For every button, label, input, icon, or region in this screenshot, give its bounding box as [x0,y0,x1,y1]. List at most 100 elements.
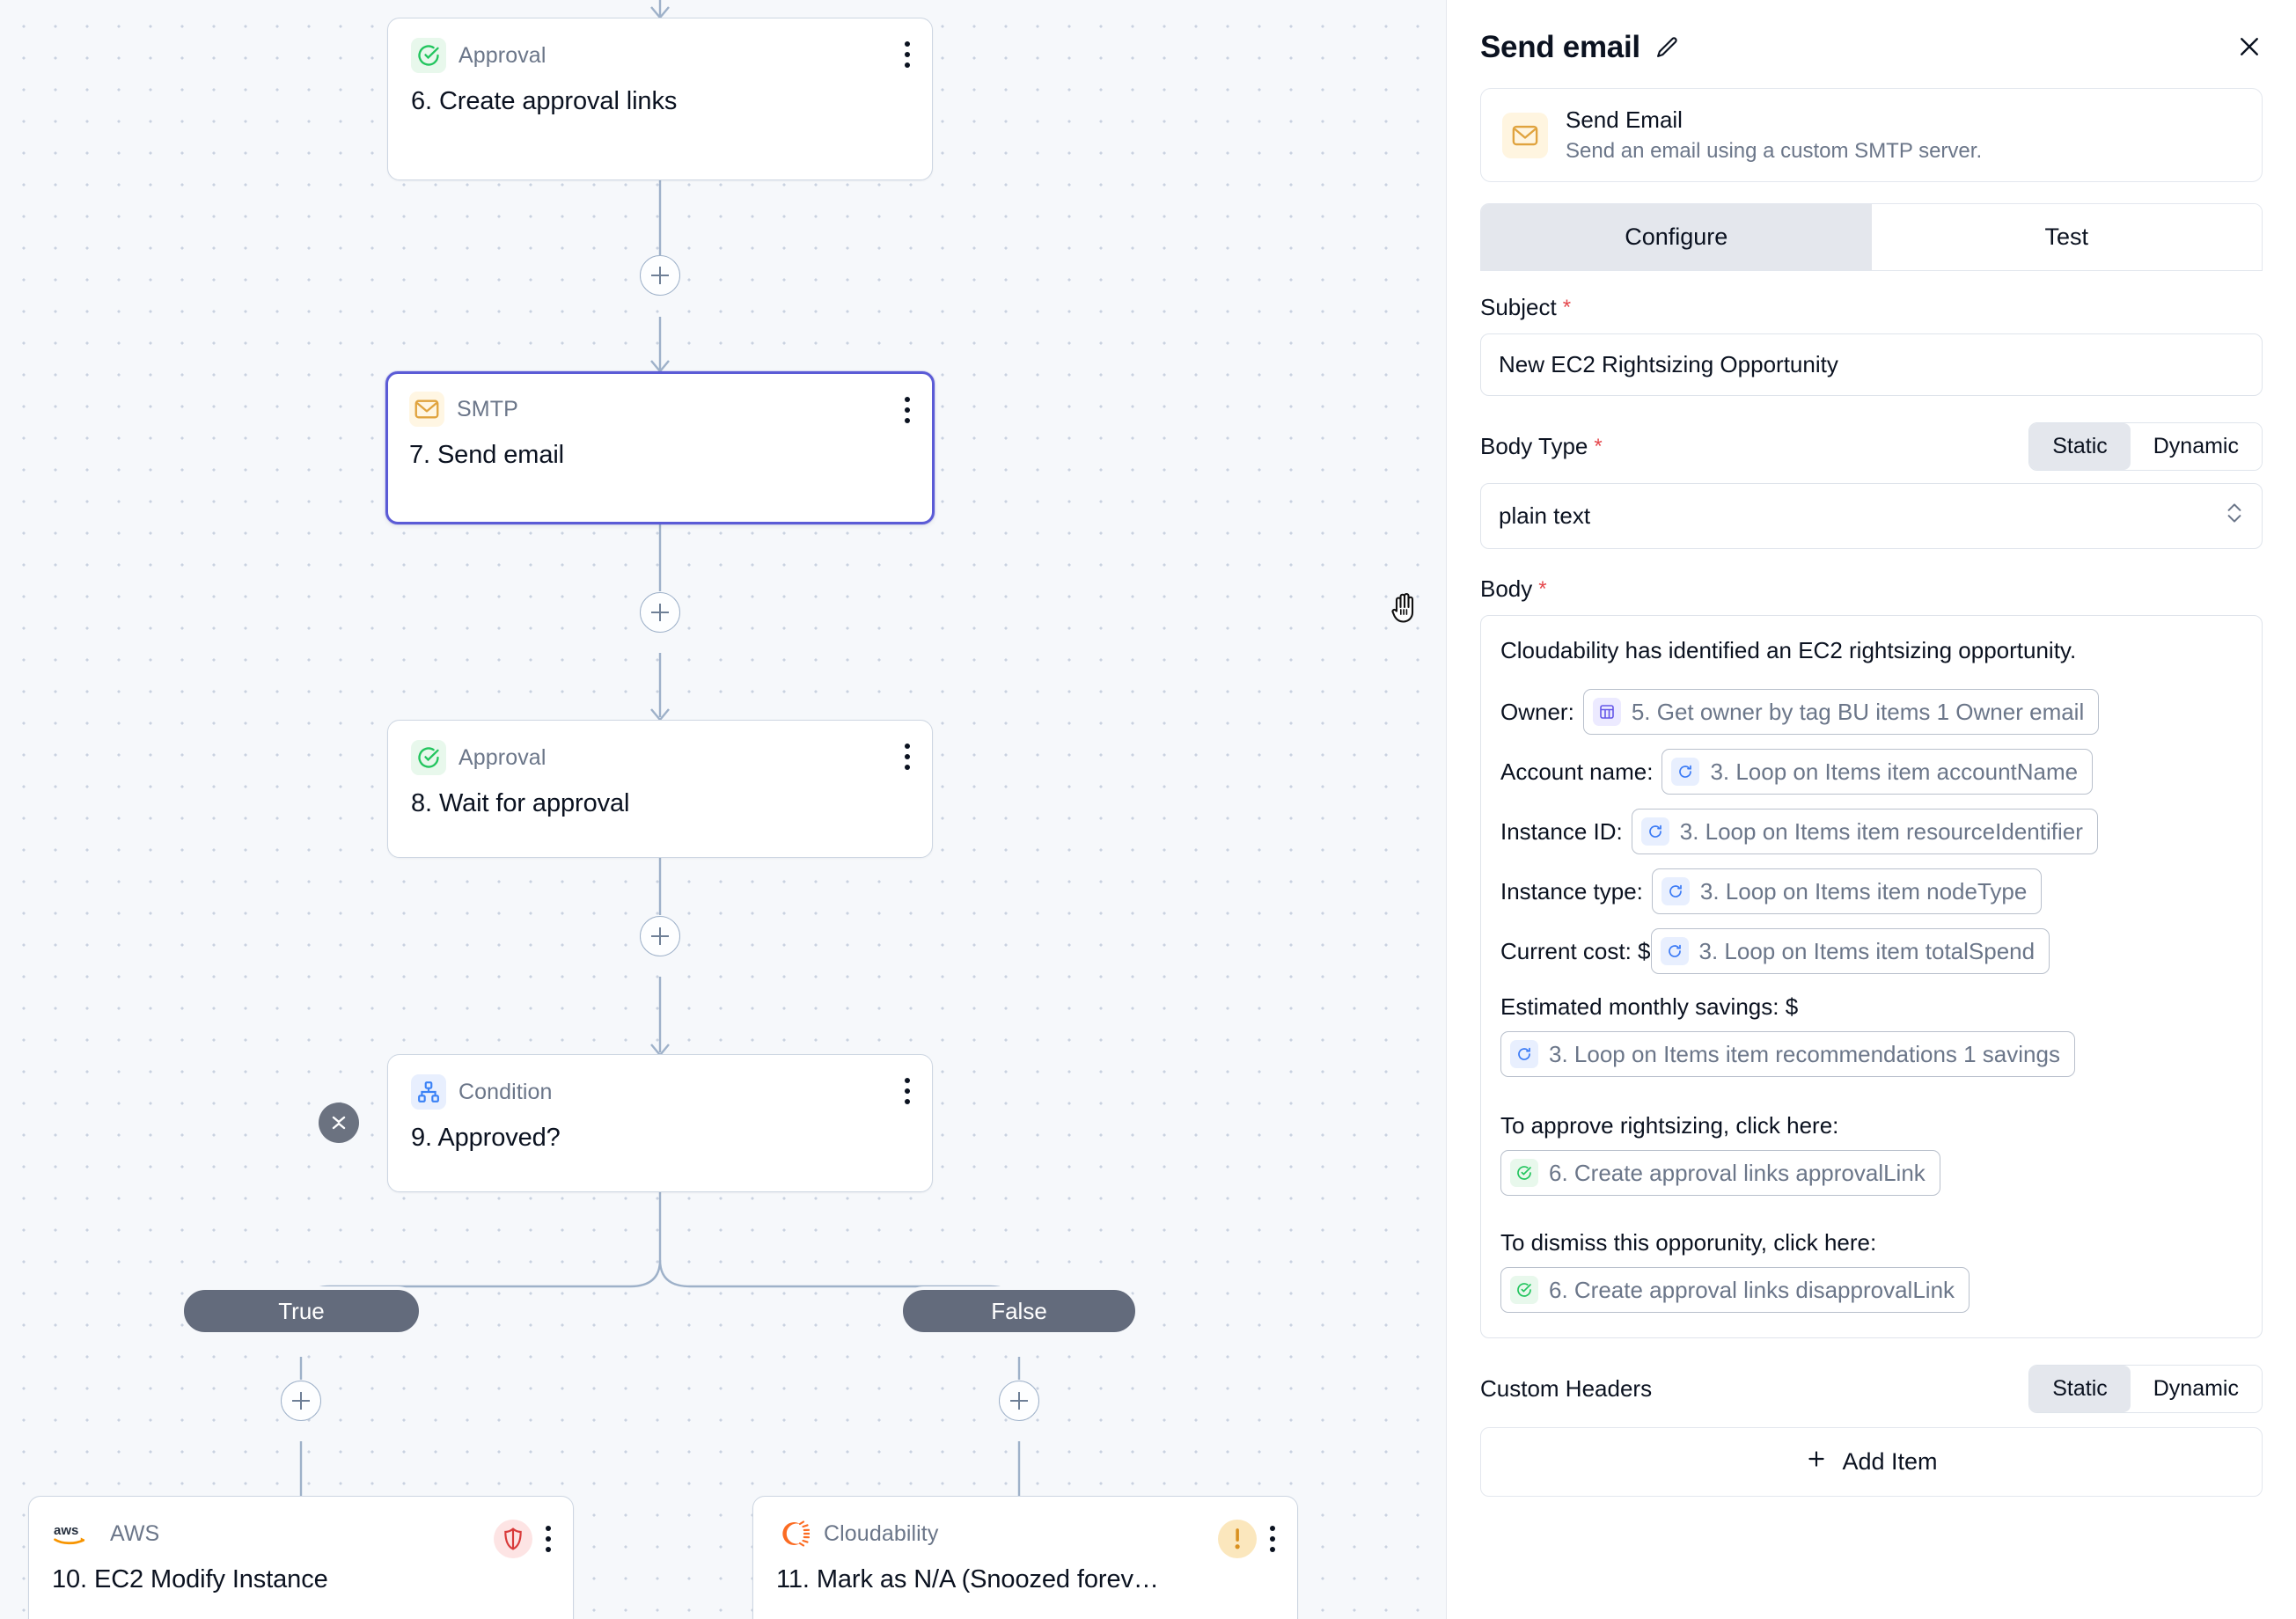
add-step-button-true[interactable] [281,1381,321,1421]
custom-headers-dynamic-option[interactable]: Dynamic [2130,1366,2262,1412]
node-title: 6. Create approval links [411,87,678,115]
tab-configure[interactable]: Configure [1481,204,1872,270]
condition-branch-icon [411,1074,446,1110]
node-header: Condition [411,1074,909,1110]
approval-check-icon [1510,1276,1538,1304]
kebab-menu-icon[interactable] [904,744,911,770]
dismiss-row: 6. Create approval links disapprovalLink [1500,1267,2242,1313]
body-row-instance-id: Instance ID: 3. Loop on Items item resou… [1500,809,2242,854]
variable-token[interactable]: 3. Loop on Items item nodeType [1651,868,2043,914]
node-type-label: Approval [458,42,546,68]
branch-label-false[interactable]: False [899,1286,1139,1336]
loop-icon [1510,1040,1538,1068]
variable-token[interactable]: 3. Loop on Items item resourceIdentifier [1631,809,2098,854]
kebab-menu-icon[interactable] [1269,1526,1276,1552]
action-description: Send an email using a custom SMTP server… [1566,139,1983,163]
alert-warning-icon[interactable] [1218,1520,1257,1558]
custom-headers-label: Custom Headers [1480,1375,1653,1402]
variable-token[interactable]: 3. Loop on Items item totalSpend [1650,928,2050,974]
tab-test[interactable]: Test [1871,204,2262,270]
loop-icon [1660,937,1689,965]
body-row-current-cost: Current cost: $ 3. Loop on Items item to… [1500,928,2242,974]
node-type-label: Condition [458,1079,553,1104]
body-row-label: Instance type: [1500,877,1643,905]
body-type-static-option[interactable]: Static [2029,423,2131,470]
body-editor[interactable]: Cloudability has identified an EC2 right… [1480,615,2263,1338]
token-text: 3. Loop on Items item recommendations 1 … [1549,1040,2060,1067]
node-type-label: Cloudability [824,1520,939,1546]
variable-token[interactable]: 6. Create approval links approvalLink [1500,1150,1940,1196]
kebab-menu-icon[interactable] [904,1078,911,1104]
node-actions [1218,1520,1276,1558]
body-intro-text: Cloudability has identified an EC2 right… [1500,637,2077,663]
cloudability-logo-icon [776,1516,811,1551]
approve-row: 6. Create approval links approvalLink [1500,1150,2242,1196]
add-step-button[interactable] [640,916,680,956]
workflow-node-7[interactable]: SMTP 7. Send email [385,371,935,524]
body-row-account-name: Account name: 3. Loop on Items item acco… [1500,749,2242,795]
custom-headers-static-option[interactable]: Static [2029,1366,2131,1412]
workflow-node-8[interactable]: Approval 8. Wait for approval [387,720,933,858]
node-title: 8. Wait for approval [411,789,630,817]
savings-label: Estimated monthly savings: $ [1500,993,1799,1020]
body-type-dynamic-option[interactable]: Dynamic [2130,423,2262,470]
required-marker: * [1538,576,1547,601]
kebab-menu-icon[interactable] [904,41,911,68]
node-actions [904,1078,911,1104]
add-item-button[interactable]: Add Item [1480,1427,2263,1497]
branch-true-text: True [278,1297,325,1324]
workflow-node-6[interactable]: Approval 6. Create approval links [387,18,933,180]
loop-icon [1671,758,1700,786]
required-marker: * [1594,434,1603,458]
variable-token[interactable]: 5. Get owner by tag BU items 1 Owner ema… [1582,689,2100,735]
node-type-label: AWS [110,1520,160,1546]
variable-token[interactable]: 6. Create approval links disapprovalLink [1500,1267,1970,1313]
subject-input[interactable] [1480,333,2263,396]
body-type-value: plain text [1499,502,1591,529]
node-header: Approval [411,740,909,775]
workflow-node-11[interactable]: Cloudability 11. Mark as N/A (Snoozed fo… [752,1496,1298,1619]
subject-label: Subject * [1480,294,2263,321]
dismiss-label: To dismiss this opporunity, click here: [1500,1229,1877,1256]
node-actions [904,397,911,423]
workflow-canvas[interactable]: Approval 6. Create approval links SMTP 7… [0,0,1446,1619]
custom-headers-row: Custom Headers Static Dynamic [1480,1365,2263,1413]
approval-check-icon [411,38,446,73]
add-step-button-false[interactable] [999,1381,1039,1421]
kebab-menu-icon[interactable] [904,397,911,423]
token-text: 6. Create approval links approvalLink [1549,1159,1926,1186]
variable-token[interactable]: 3. Loop on Items item accountName [1661,749,2094,795]
loop-icon [1640,817,1669,846]
kebab-menu-icon[interactable] [545,1526,552,1552]
add-item-label: Add Item [1842,1448,1938,1475]
body-label-text: Body [1480,575,1533,602]
custom-headers-mode-toggle: Static Dynamic [2028,1365,2263,1413]
security-warning-icon[interactable] [494,1520,532,1558]
collapse-branch-button[interactable] [319,1103,359,1143]
add-step-button[interactable] [640,255,680,296]
add-step-button[interactable] [640,592,680,633]
loop-icon [1661,877,1690,905]
token-text: 3. Loop on Items item accountName [1710,758,2079,785]
body-label: Body * [1480,575,2263,603]
branch-label-true[interactable]: True [180,1286,422,1336]
svg-text:aws: aws [54,1523,78,1538]
savings-row: 3. Loop on Items item recommendations 1 … [1500,1031,2242,1077]
body-type-select[interactable]: plain text [1480,483,2263,549]
token-text: 5. Get owner by tag BU items 1 Owner ema… [1631,698,2085,725]
chevron-updown-icon [2225,501,2244,531]
plus-icon [1805,1447,1828,1476]
node-actions [494,1520,552,1558]
workflow-node-9[interactable]: Condition 9. Approved? [387,1054,933,1192]
token-text: 3. Loop on Items item totalSpend [1698,937,2036,964]
panel-title: Send email [1480,30,1640,64]
edit-pencil-icon[interactable] [1654,35,1679,64]
token-text: 3. Loop on Items item resourceIdentifier [1679,817,2083,845]
variable-token[interactable]: 3. Loop on Items item recommendations 1 … [1500,1031,2075,1077]
close-icon[interactable] [2236,33,2263,64]
body-row-label: Instance ID: [1500,817,1623,845]
workflow-node-10[interactable]: aws AWS 10. EC2 Modify Instance [28,1496,574,1619]
node-header: Cloudability [776,1516,1274,1551]
config-form: Subject * Body Type * Static Dynamic pla… [1480,271,2263,1497]
panel-tabs: Configure Test [1480,203,2263,271]
